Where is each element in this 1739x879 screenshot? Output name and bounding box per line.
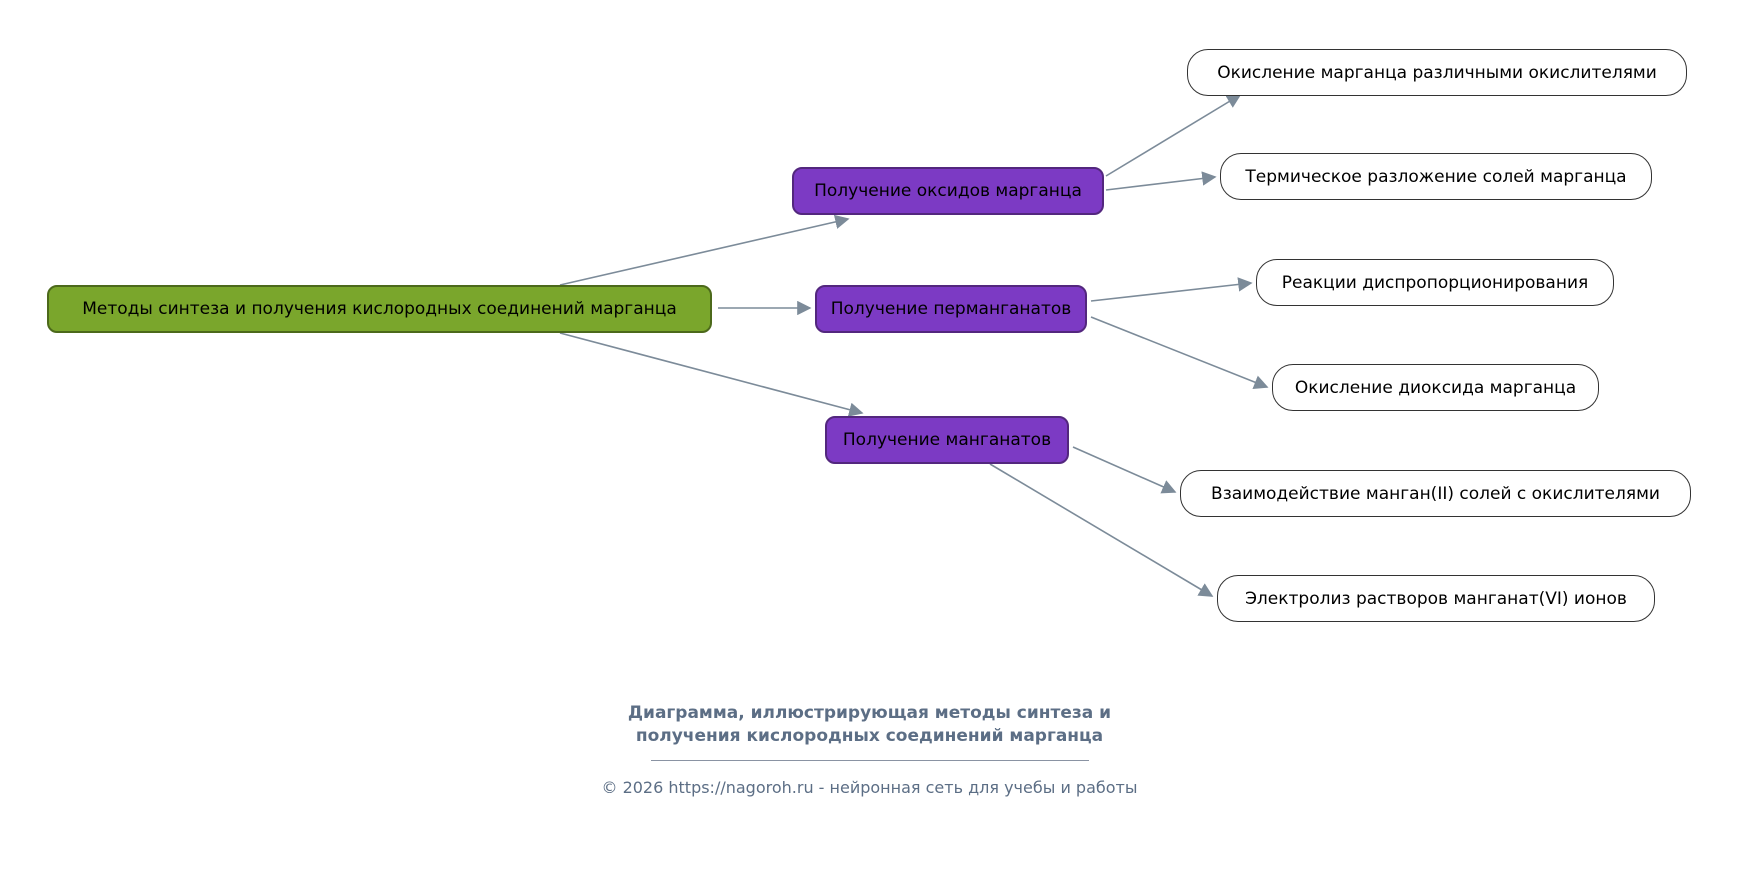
edge-branch2-leaf3 — [1090, 277, 1253, 302]
edge-root-branch1 — [559, 214, 850, 286]
node-branch-manganates: Получение манганатов — [825, 416, 1069, 464]
caption: Диаграмма, иллюстрирующая методы синтеза… — [0, 702, 1739, 749]
caption-line-2: получения кислородных соединений марганц… — [635, 726, 1104, 747]
node-branch-oxides: Получение оксидов марганца — [792, 167, 1104, 215]
node-leaf-oxidation-various: Окисление марганца различными окислителя… — [1187, 49, 1687, 96]
edge-branch1-leaf1 — [1105, 94, 1242, 177]
node-leaf-disproportionation: Реакции диспропорционирования — [1256, 259, 1614, 306]
footer: Диаграмма, иллюстрирующая методы синтеза… — [0, 702, 1739, 797]
node-branch-permanganates: Получение перманганатов — [815, 285, 1087, 333]
edge-branch3-leaf5 — [1072, 446, 1177, 494]
edge-branch2-leaf4 — [1090, 316, 1269, 389]
node-leaf-mn2-salts-oxidizers: Взаимодействие манган(II) солей с окисли… — [1180, 470, 1691, 517]
edge-branch1-leaf2 — [1105, 171, 1217, 191]
node-leaf-dioxide-oxidation: Окисление диоксида марганца — [1272, 364, 1599, 411]
edge-root-branch3 — [559, 332, 864, 417]
node-leaf-electrolysis: Электролиз растворов манганат(VI) ионов — [1217, 575, 1655, 622]
node-root: Методы синтеза и получения кислородных с… — [47, 285, 712, 333]
copyright-text: © 2026 https://nagoroh.ru - нейронная се… — [601, 777, 1138, 797]
edge-branch3-leaf6 — [989, 463, 1214, 597]
node-leaf-thermal-decomposition: Термическое разложение солей марганца — [1220, 153, 1652, 200]
caption-line-1: Диаграмма, иллюстрирующая методы синтеза… — [627, 703, 1112, 723]
caption-divider — [650, 759, 1089, 761]
